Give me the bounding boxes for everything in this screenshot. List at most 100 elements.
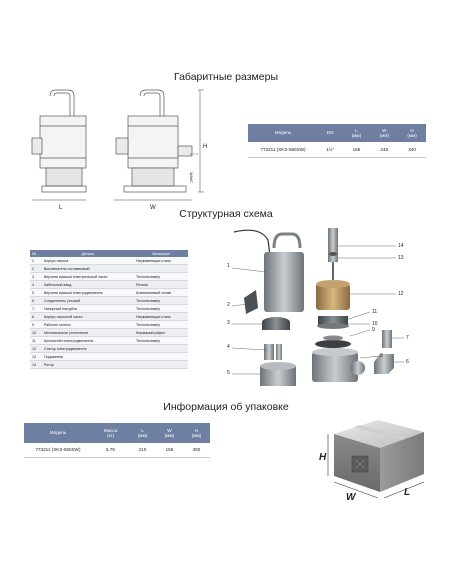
part-number: 9: [30, 320, 42, 329]
exploded-view-diagram: [231, 228, 404, 386]
part-material: [134, 352, 188, 361]
length-label: L: [59, 205, 63, 211]
box-height-label: H: [319, 452, 327, 463]
part-number: 7: [30, 304, 42, 313]
part-name: Статор электродвигателя: [42, 344, 134, 353]
box-width-label: W: [346, 492, 356, 503]
part-name: Ротор: [42, 360, 134, 369]
part-number: 11: [30, 336, 42, 345]
callout-10: 10: [372, 321, 378, 327]
callout-9: 9: [372, 327, 375, 333]
col-num: №: [30, 250, 42, 257]
package-box-diagram: [327, 420, 425, 499]
part-number: 2: [30, 264, 42, 273]
dimensions-title: Габаритные размеры: [174, 71, 278, 83]
callout-8: 8: [380, 353, 383, 359]
callout-12: 12: [398, 291, 404, 297]
part-name: Подшипник: [42, 352, 134, 361]
part-number: 14: [30, 360, 42, 369]
part-number: 12: [30, 344, 42, 353]
table-row: 773211 (XKS-550SW) 5.75 210 165 350: [24, 443, 210, 458]
part-material: Технополимер: [134, 272, 188, 281]
part-material: Нержавеющая сталь: [134, 312, 188, 321]
height-label: H: [203, 144, 207, 150]
part-material: [134, 344, 188, 353]
part-material: [134, 360, 188, 369]
part-number: 10: [30, 328, 42, 337]
col-w: W(мм): [370, 124, 399, 142]
col-model: Модель: [248, 124, 318, 142]
col-h: H(мм): [182, 423, 210, 443]
part-material: Алюминиевый сплав: [134, 288, 188, 297]
callout-1: 1: [227, 263, 230, 269]
part-name: Соединитель угловой: [42, 296, 134, 305]
col-weight: Масса(кг): [92, 423, 129, 443]
col-l: L(мм): [342, 124, 371, 142]
callout-14: 14: [398, 243, 404, 249]
part-material: Технополимер: [134, 304, 188, 313]
callout-5: 5: [227, 370, 230, 376]
callout-6: 6: [406, 359, 409, 365]
width-label: W: [150, 205, 156, 211]
part-material: Резина: [134, 280, 188, 289]
part-name: Выключатель поплавковый: [42, 264, 134, 273]
structure-title: Структурная схема: [179, 208, 273, 220]
part-material: [134, 264, 188, 273]
part-material: Нержавеющая сталь: [134, 257, 188, 265]
callout-4: 4: [227, 344, 230, 350]
col-h: H(мм): [398, 124, 426, 142]
part-name: Верхняя крышка электрической части: [42, 272, 134, 281]
part-material: Технополимер: [134, 336, 188, 345]
part-number: 5: [30, 288, 42, 297]
part-material: Технополимер: [134, 320, 188, 329]
packaging-title: Информация об упаковке: [163, 401, 289, 413]
dimensions-table: Модель DN L(мм) W(мм) H(мм) 773211 (XKS-…: [248, 124, 426, 158]
box-length-label: L: [404, 487, 411, 498]
part-material: Технополимер: [134, 296, 188, 305]
col-model: Модель: [24, 423, 92, 443]
part-name: Корпус насоса: [42, 257, 134, 265]
callout-13: 13: [398, 255, 404, 261]
part-name: Корпус насосной части: [42, 312, 134, 321]
callout-11: 11: [372, 309, 378, 315]
col-w: W(мм): [155, 423, 183, 443]
part-name: Кронштейн электродвигателя: [42, 336, 134, 345]
col-part: Деталь: [42, 250, 134, 257]
part-number: 3: [30, 272, 42, 281]
callout-7: 7: [406, 335, 409, 341]
callout-2: 2: [227, 302, 230, 308]
packaging-table: Модель Масса(кг) L(мм) W(мм) H(мм) 77321…: [24, 423, 210, 458]
part-number: 1: [30, 257, 42, 265]
part-number: 4: [30, 280, 42, 289]
part-number: 13: [30, 352, 42, 361]
table-row: 773211 (XKS-550SW) 1½" 165 248 340: [248, 142, 426, 158]
part-name: Механическое уплотнение: [42, 328, 134, 337]
part-material: Керамика/графит: [134, 328, 188, 337]
col-l: L(мм): [128, 423, 156, 443]
col-dn: DN: [318, 124, 343, 142]
part-name: Рабочее колесо: [42, 320, 134, 329]
part-name: Напорный патрубок: [42, 304, 134, 313]
max-label: МАКС: [189, 172, 194, 183]
callout-3: 3: [227, 320, 230, 326]
part-name: Верхняя крышка электродвигателя: [42, 288, 134, 297]
part-name: Кабельный ввод: [42, 280, 134, 289]
col-material: Материал: [134, 250, 188, 257]
part-number: 6: [30, 296, 42, 305]
dimension-drawing: L W H МАКС: [31, 89, 207, 211]
